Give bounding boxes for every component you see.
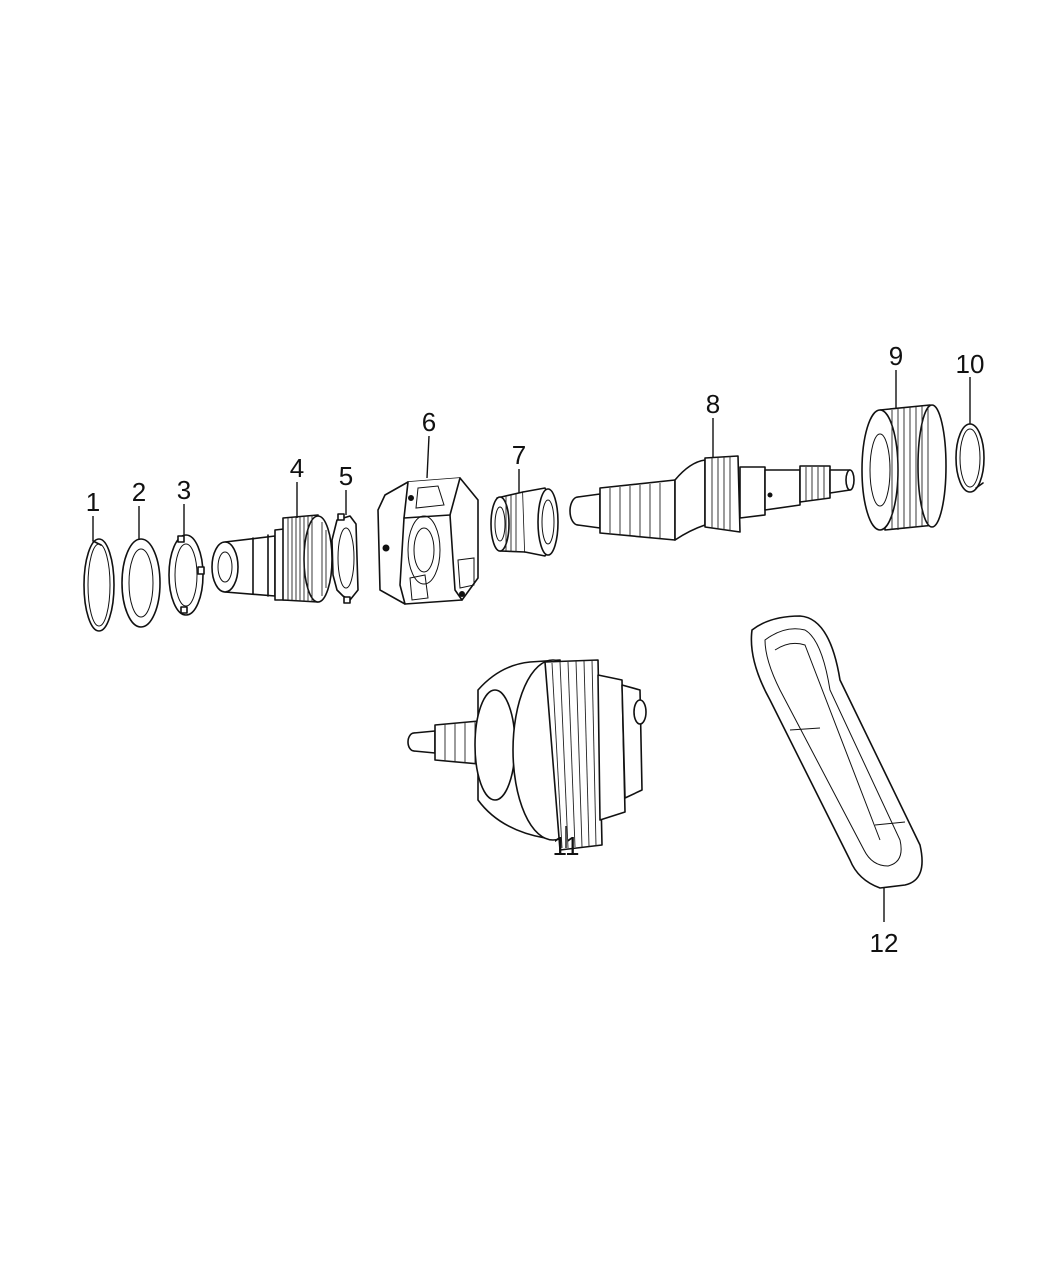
part-1-snap-ring: [83, 538, 115, 632]
part-5-thrust-plate: [331, 513, 359, 604]
part-8-output-shaft: [569, 455, 855, 541]
callout-3: 3: [177, 475, 191, 505]
part-4-sun-gear-shaft: [211, 514, 333, 603]
callout-leader-lines: [92, 370, 971, 922]
part-9-drive-sprocket: [861, 404, 947, 531]
callout-12: 12: [870, 928, 899, 958]
part-10-snap-ring: [955, 423, 985, 493]
part-2-thrust-washer: [121, 538, 161, 628]
callout-7: 7: [512, 440, 526, 470]
callout-6: 6: [422, 407, 436, 437]
callout-labels: 1 2 3 4 5 6 7 8 9 10 11 12: [86, 341, 985, 958]
callout-11: 11: [553, 831, 580, 861]
callout-2: 2: [132, 477, 146, 507]
callout-10: 10: [956, 349, 985, 379]
part-6-planetary-carrier: [377, 477, 479, 605]
callout-5: 5: [339, 461, 353, 491]
callout-9: 9: [889, 341, 903, 371]
part-7-needle-bearing-sleeve: [490, 487, 559, 557]
callout-1: 1: [86, 487, 100, 517]
part-12-drive-chain: [750, 615, 923, 889]
part-11-front-output-sprocket: [407, 659, 647, 851]
callout-4: 4: [290, 453, 304, 483]
callout-8: 8: [706, 389, 720, 419]
part-3-tabbed-washer: [168, 534, 205, 616]
